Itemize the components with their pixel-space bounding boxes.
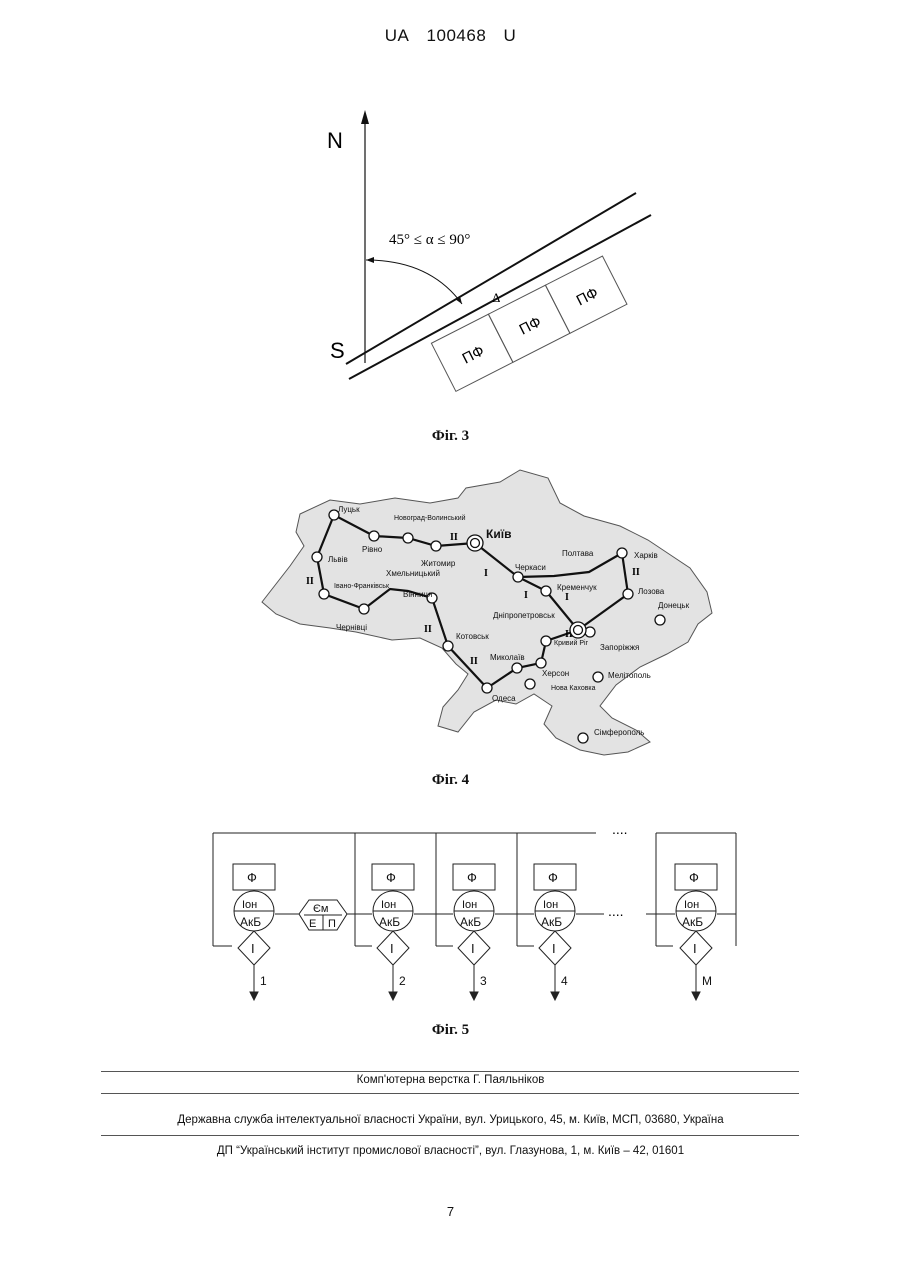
footer-layout: Комп'ютерна верстка Г. Паяльніков (0, 1074, 901, 1086)
akb-2: АкБ (379, 915, 400, 929)
route-II-c: II (424, 624, 432, 635)
i-3: І (471, 941, 475, 956)
route-II-a: II (450, 532, 458, 543)
akb-3: АкБ (460, 915, 481, 929)
route-I-b: I (524, 590, 528, 601)
p-label: П (328, 918, 336, 930)
akb-m: АкБ (682, 915, 703, 929)
footer-rule-3 (101, 1135, 799, 1136)
fig4-map: II II II II II II I I I Київ Луцьк Рівно… (0, 0, 901, 780)
route-I-c: I (565, 592, 569, 603)
ion-4: Іон (543, 899, 558, 911)
phi-3: Ф (467, 870, 477, 885)
city-kotovsk: Котовськ (456, 632, 489, 641)
phi-1: Ф (247, 870, 257, 885)
phi-4: Ф (548, 870, 558, 885)
output-4: 4 (561, 974, 568, 988)
city-zhytomyr: Житомир (421, 559, 456, 568)
fig5-diagram: .... .... (0, 820, 901, 1020)
footer-rule-2 (101, 1093, 799, 1094)
city-melitopol: Мелітополь (608, 671, 651, 680)
city-lozova: Лозова (638, 587, 665, 596)
footer-institute: ДП “Український інститут промислової вла… (0, 1145, 901, 1157)
fig4-caption: Фіг. 4 (0, 772, 901, 789)
ion-1: Іон (242, 899, 257, 911)
city-ivano-frankivsk: Івано-Франківськ (334, 582, 390, 590)
footer-office: Державна служба інтелектуальної власност… (0, 1114, 901, 1126)
footer-rule-1 (101, 1071, 799, 1072)
city-cherkasy: Черкаси (515, 563, 546, 572)
city-kremenchuk: Кременчук (557, 583, 597, 592)
city-kryvyi-rih: Кривий Ріг (554, 639, 589, 647)
city-khmelnytskyi: Хмельницький (386, 569, 440, 578)
i-2: І (390, 941, 394, 956)
page-number: 7 (0, 1204, 901, 1219)
city-kyiv: Київ (486, 527, 511, 541)
ion-2: Іон (381, 899, 396, 911)
route-II-e: II (632, 567, 640, 578)
output-3: 3 (480, 974, 487, 988)
fig5-caption: Фіг. 5 (0, 1022, 901, 1039)
city-nova-kakhovka: Нова Каховка (551, 685, 596, 692)
city-chernivtsi: Чернівці (336, 623, 367, 632)
i-1: І (251, 941, 255, 956)
city-kharkiv: Харків (634, 551, 658, 560)
output-m: M (702, 974, 712, 988)
city-odesa: Одеса (492, 694, 516, 703)
i-m: І (693, 941, 697, 956)
city-rivne: Рівно (362, 545, 383, 554)
route-I-a: I (484, 568, 488, 579)
city-poltava: Полтава (562, 549, 594, 558)
city-novohrad: Новоград-Волинський (394, 514, 466, 522)
mid-dots: .... (608, 903, 624, 919)
output-2: 2 (399, 974, 406, 988)
route-II-d: II (470, 656, 478, 667)
output-1: 1 (260, 974, 267, 988)
akb-4: АкБ (541, 915, 562, 929)
city-lviv: Львів (328, 555, 348, 564)
em-label: Єм (313, 903, 328, 915)
ion-3: Іон (462, 899, 477, 911)
city-dnipropetrovsk: Дніпропетровськ (493, 611, 555, 620)
route-II-b: II (306, 576, 314, 587)
i-4: І (552, 941, 556, 956)
city-vinnytsia: Вінниця (403, 590, 432, 599)
city-zaporizhzhia: Запоріжжя (600, 643, 639, 652)
city-simferopol: Сімферополь (594, 728, 644, 737)
ion-m: Іон (684, 899, 699, 911)
city-mykolaiv: Миколаїв (490, 653, 525, 662)
phi-2: Ф (386, 870, 396, 885)
bus-dots: .... (612, 821, 628, 837)
akb-1: АкБ (240, 915, 261, 929)
e-label: Е (309, 918, 316, 930)
phi-m: Ф (689, 870, 699, 885)
city-lutsk: Луцьк (338, 505, 360, 514)
city-kherson: Херсон (542, 669, 569, 678)
city-donetsk: Донецьк (658, 601, 690, 610)
